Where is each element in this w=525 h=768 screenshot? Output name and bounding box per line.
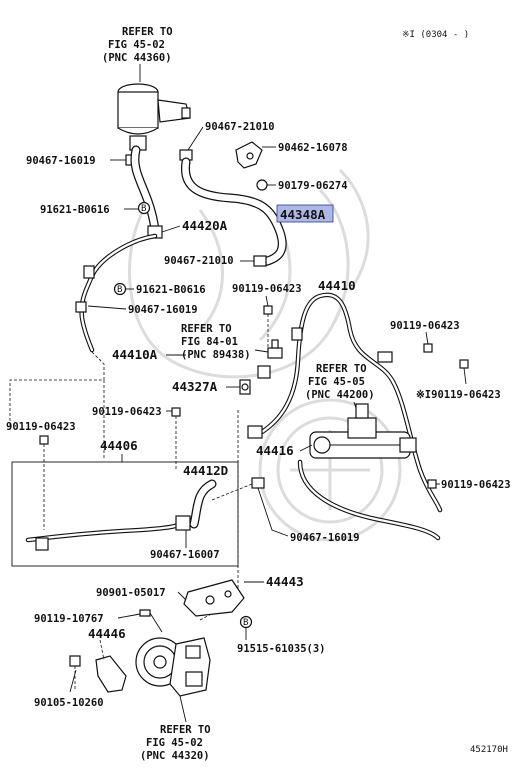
- part-44412d[interactable]: 44412D: [183, 463, 228, 478]
- pump-bracket-icon: [183, 579, 245, 617]
- clamp-icon: [247, 425, 263, 439]
- part-90119-10767[interactable]: 90119-10767: [34, 613, 104, 625]
- part-44348a-label: 44348A: [280, 207, 326, 222]
- bolt-icon: [459, 359, 469, 369]
- clamp-icon: [75, 301, 87, 313]
- clamp-icon: [253, 255, 267, 267]
- part-44406[interactable]: 44406: [100, 438, 138, 453]
- ref-line1: REFER TO: [122, 26, 173, 38]
- part-90462-16078[interactable]: 90462-16078: [278, 142, 348, 154]
- part-90119-06423-d[interactable]: 90119-06423: [92, 406, 162, 418]
- part-91621-b0616-a[interactable]: 91621-B0616: [40, 204, 110, 216]
- callout-b-icon: B: [113, 282, 127, 296]
- bolt-icon: [427, 479, 437, 489]
- part-90467-21010-b[interactable]: 90467-21010: [164, 255, 234, 267]
- bolt-icon: [171, 407, 181, 417]
- clamp-icon: [251, 477, 265, 489]
- part-44348a[interactable]: 44348A: [276, 204, 334, 223]
- assembly-box-44406: [11, 461, 239, 567]
- part-44410[interactable]: 44410: [318, 278, 356, 293]
- reference-note-pump[interactable]: REFER TO FIG 45-02 (PNC 44320): [140, 724, 211, 762]
- ref-line3: (PNC 44200): [305, 389, 375, 401]
- fitting-icon: [257, 365, 271, 379]
- part-90467-16019-c[interactable]: 90467-16019: [290, 532, 360, 544]
- clamp-icon: [377, 351, 393, 363]
- fitting-icon: [35, 537, 49, 551]
- part-90467-16019-b[interactable]: 90467-16019: [128, 304, 198, 316]
- part-90119-06423-a[interactable]: 90119-06423: [232, 283, 302, 295]
- ref-line1: REFER TO: [160, 724, 211, 736]
- reservoir-icon: [117, 83, 191, 151]
- part-90901-05017[interactable]: 90901-05017: [96, 587, 166, 599]
- bolt-icon: [423, 343, 433, 353]
- steering-gear-icon: [309, 403, 417, 459]
- ref-line2: FIG 45-02: [108, 39, 165, 51]
- bolt-icon: [263, 305, 273, 315]
- part-90119-06423-b[interactable]: 90119-06423: [390, 320, 460, 332]
- reference-note-gear[interactable]: REFER TO FIG 45-05 (PNC 44200): [305, 363, 375, 401]
- callout-b-icon: B: [137, 201, 151, 215]
- callout-b-label: B: [243, 618, 248, 628]
- part-90467-16007[interactable]: 90467-16007: [150, 549, 220, 561]
- part-90105-10260[interactable]: 90105-10260: [34, 697, 104, 709]
- part-44443[interactable]: 44443: [266, 574, 304, 589]
- ref-line1: REFER TO: [181, 323, 232, 335]
- callout-b-label: B: [141, 204, 146, 214]
- date-note: ※I (0304 - ): [402, 30, 469, 40]
- part-44327a[interactable]: 44327A: [172, 379, 218, 394]
- part-90467-21010-a[interactable]: 90467-21010: [205, 121, 275, 133]
- bolt-icon: [69, 655, 81, 667]
- part-44420a[interactable]: 44420A: [182, 218, 228, 233]
- highlight-box: [276, 204, 334, 223]
- part-91515-61035[interactable]: 91515-61035(3): [237, 643, 326, 655]
- clamp-icon: [175, 515, 191, 531]
- part-44416[interactable]: 44416: [256, 443, 294, 458]
- ref-line2: FIG 45-02: [146, 737, 203, 749]
- diagram-code: 452170H: [470, 745, 508, 755]
- clamp-icon: [291, 327, 303, 341]
- nut-icon: [256, 179, 268, 191]
- bolt-icon: [139, 609, 151, 617]
- bracket-icon: [235, 141, 263, 169]
- power-steering-pump-icon: [135, 637, 211, 697]
- bolt-icon: [39, 435, 49, 445]
- pump-mount-icon: [95, 655, 127, 693]
- ref-line1: REFER TO: [316, 363, 367, 375]
- part-90119-06423-f[interactable]: 90119-06423: [441, 479, 511, 491]
- part-90119-06423-e[interactable]: 90119-06423: [6, 421, 76, 433]
- part-90119-06423-c[interactable]: ※I90119-06423: [416, 389, 501, 401]
- ref-line2: FIG 84-01: [181, 336, 238, 348]
- part-90179-06274[interactable]: 90179-06274: [278, 180, 348, 192]
- callout-b-icon: B: [239, 615, 253, 629]
- part-44446[interactable]: 44446: [88, 626, 126, 641]
- clamp-icon: [83, 265, 95, 279]
- gasket-icon: [239, 379, 251, 395]
- callout-b-label: B: [117, 285, 122, 295]
- part-90467-16019-a[interactable]: 90467-16019: [26, 155, 96, 167]
- reference-note-reservoir[interactable]: REFER TO FIG 45-02 (PNC 44360): [102, 26, 173, 64]
- ref-line3: (PNC 44360): [102, 52, 172, 64]
- part-91621-b0616-b[interactable]: 91621-B0616: [136, 284, 206, 296]
- pressure-switch-icon: [267, 339, 283, 359]
- ref-line3: (PNC 44320): [140, 750, 210, 762]
- ref-line2: FIG 45-05: [308, 376, 365, 388]
- part-44410a[interactable]: 44410A: [112, 347, 158, 362]
- ref-line3: (PNC 89438): [181, 349, 251, 361]
- reference-note-sensor[interactable]: REFER TO FIG 84-01 (PNC 89438): [181, 323, 251, 361]
